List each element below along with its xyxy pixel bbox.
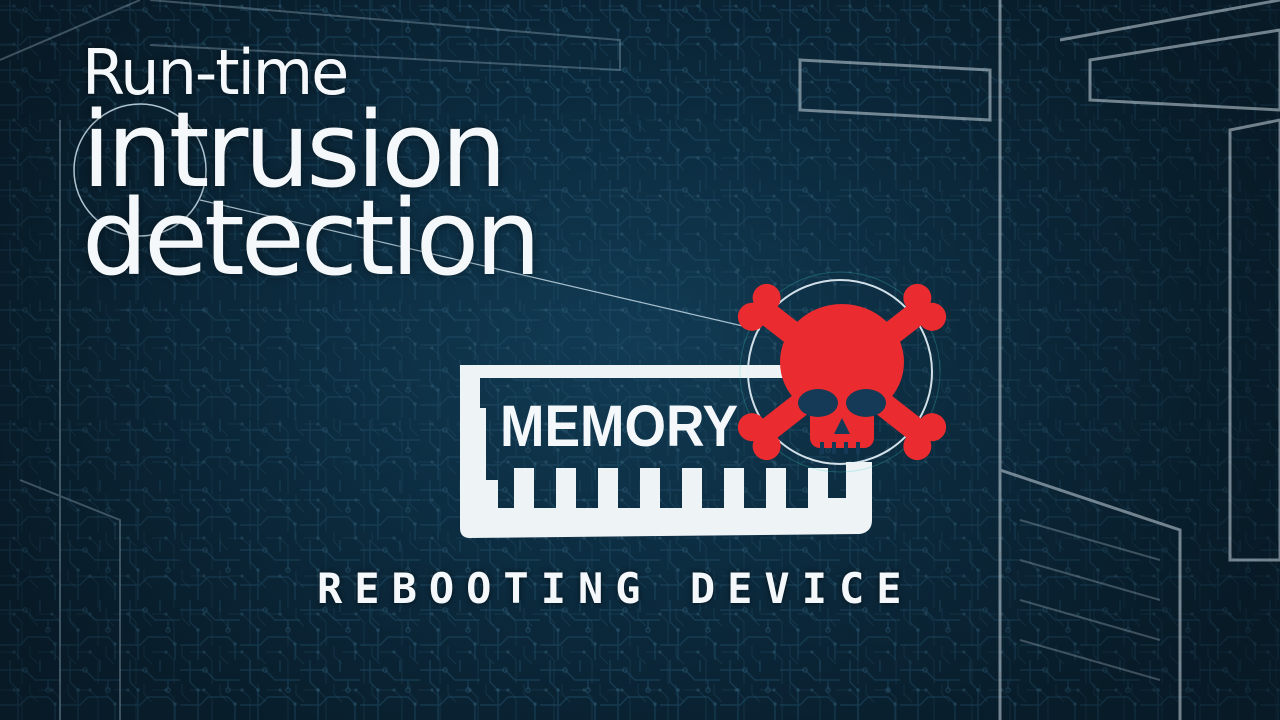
memory-chip-icon [460, 365, 872, 538]
headline-line-2: intrusion [82, 89, 507, 211]
headline: Run-time intrusion detection [82, 36, 541, 299]
target-ring-small [73, 103, 207, 237]
target-ring-large [747, 279, 933, 465]
status-text: REBOOTING DEVICE [317, 564, 914, 613]
skull-crossbones-icon [737, 283, 947, 461]
connector-line [199, 199, 761, 331]
memory-chip-label: MEMORY [500, 394, 739, 459]
rack-frame-left [0, 0, 621, 720]
rack-frame-right [798, 0, 1280, 720]
rack-slats [1019, 519, 1161, 681]
headline-line-3: detection [82, 177, 541, 299]
headline-line-1: Run-time [82, 36, 349, 109]
